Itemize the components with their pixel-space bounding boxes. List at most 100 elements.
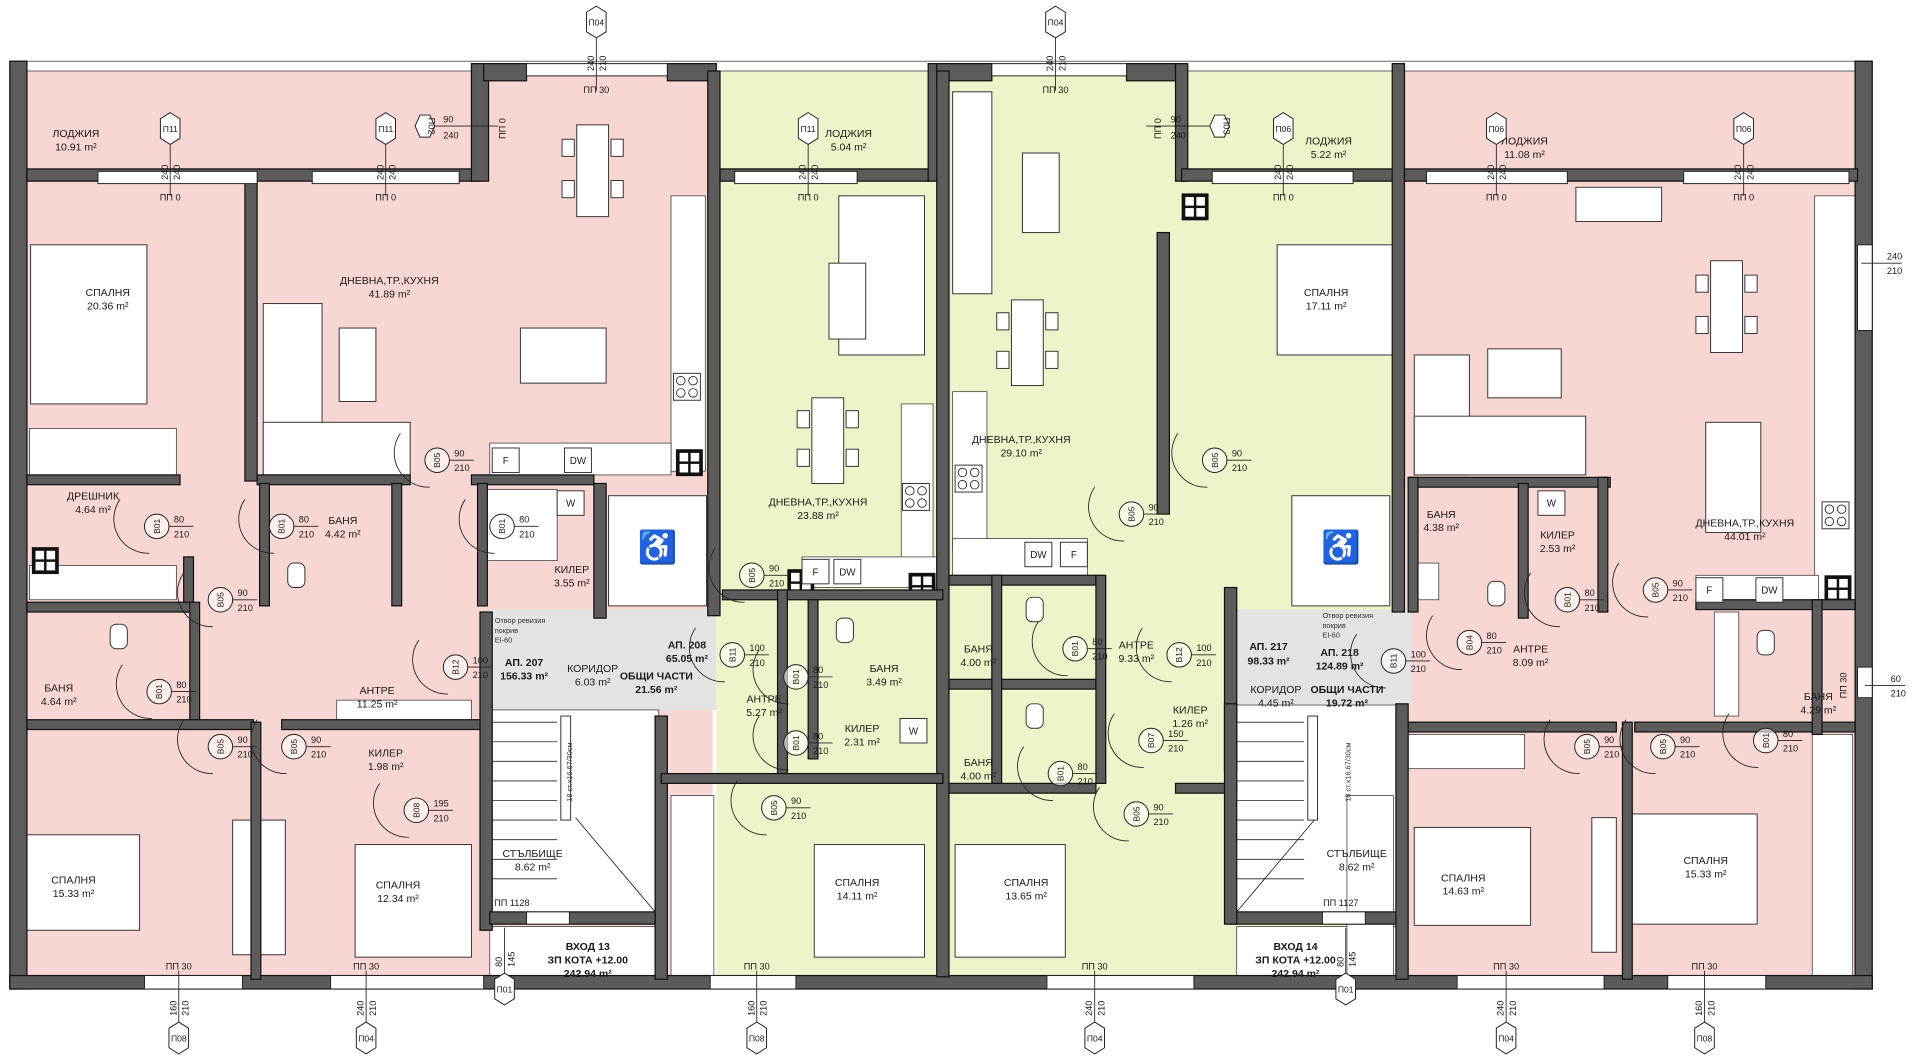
room-name: БАНЯ (328, 515, 357, 527)
appliance-label: DW (570, 456, 587, 467)
bed (954, 844, 1066, 958)
window-code: П06 (1736, 124, 1752, 134)
door-swing (250, 719, 287, 775)
window-width: 240 (356, 1001, 366, 1016)
window-tag-hexagon (1084, 1021, 1105, 1055)
chair (796, 410, 810, 429)
room-name: ЛОДЖИЯ (52, 128, 99, 140)
appliance-label: W (1547, 499, 1557, 510)
room-area: 8.62 m² (1339, 861, 1375, 873)
window-width: 240 (1733, 165, 1743, 180)
sill-height: ПП 30 (744, 961, 770, 971)
room-name: ДНЕВНА,ТР.,КУХНЯ (972, 434, 1071, 446)
toilet-icon (1756, 629, 1775, 656)
apartment-label: АП. 217 (1249, 641, 1288, 653)
wall (948, 574, 1097, 586)
room-name: ЛОДЖИЯ (825, 128, 872, 140)
room-area: 11.08 m² (1504, 149, 1545, 161)
room-name: СПАЛНЯ (1304, 287, 1349, 299)
cooktop-icon (954, 464, 983, 493)
appliance (1755, 577, 1784, 603)
wall (470, 474, 595, 486)
door-swing (1135, 627, 1172, 683)
stairs-spec: 18 ст.х16.67/30см (1344, 742, 1353, 801)
appliance (491, 447, 520, 473)
window-opening (734, 170, 858, 185)
door-swing (1350, 633, 1387, 689)
window-tag-hexagon (168, 1021, 190, 1055)
sill-height: ПП 30 (1082, 961, 1108, 971)
room-area: 15.33 m² (53, 888, 95, 900)
chair (796, 448, 810, 467)
sill-height: ПП 1128 (494, 898, 529, 908)
room-area: 13.65 m² (1005, 891, 1047, 903)
door-width: 80 (174, 515, 184, 525)
door-width: 80 (813, 665, 823, 675)
room-name: АНТРЕ (1513, 643, 1548, 655)
chair (996, 312, 1010, 331)
elevator-icon (1291, 495, 1391, 607)
window-height: 210 (181, 1001, 191, 1016)
door-swing (1426, 615, 1463, 670)
chair (1045, 350, 1059, 369)
wall (1407, 476, 1611, 488)
appliance-label: W (566, 499, 576, 510)
kitchen-counter (1814, 195, 1856, 601)
door-swing (752, 715, 789, 771)
door-width: 80 (1078, 762, 1088, 772)
bed (1413, 826, 1532, 926)
bed (26, 834, 141, 931)
door-height: 210 (1783, 744, 1798, 754)
chair (561, 138, 575, 157)
appliance (899, 718, 928, 744)
room-area: 4.42 m² (325, 528, 361, 540)
common-area-value: 21.56 m² (635, 684, 678, 696)
appliance-label: F (1706, 586, 1712, 597)
door-swing (1031, 621, 1068, 677)
window-opening (526, 63, 668, 77)
apartment-area: 65.05 m² (666, 653, 709, 665)
window-width: 240 (160, 165, 170, 180)
window-height: 240 (443, 130, 458, 140)
door-height: 210 (174, 529, 189, 539)
door-swing (115, 664, 152, 719)
window-tag-hexagon (355, 1021, 377, 1055)
entrance-name: ВХОД 14 (1273, 941, 1317, 953)
room-name: КОРИДОР (1250, 684, 1301, 696)
window-height: 210 (1096, 1001, 1106, 1016)
wall (256, 474, 411, 486)
door-tag-circle (281, 733, 307, 760)
door-width: 90 (1149, 502, 1159, 512)
window-opening (1426, 170, 1568, 185)
window-width: 80 (494, 957, 504, 967)
toilet-icon (287, 562, 306, 589)
fireplace (1575, 186, 1663, 223)
toilet-icon (1025, 596, 1044, 623)
wardrobe (29, 565, 177, 601)
window-width: 90 (443, 114, 453, 124)
wall (244, 180, 258, 482)
wall (1517, 482, 1529, 619)
door-swing (1524, 572, 1561, 628)
door-width: 90 (1232, 449, 1242, 459)
chair (1744, 274, 1758, 293)
room-name: СТЪЛБИЩЕ (503, 848, 563, 860)
wall (489, 911, 656, 925)
wheelchair-icon: ♿ (1321, 529, 1361, 565)
window-opening (1046, 975, 1195, 990)
